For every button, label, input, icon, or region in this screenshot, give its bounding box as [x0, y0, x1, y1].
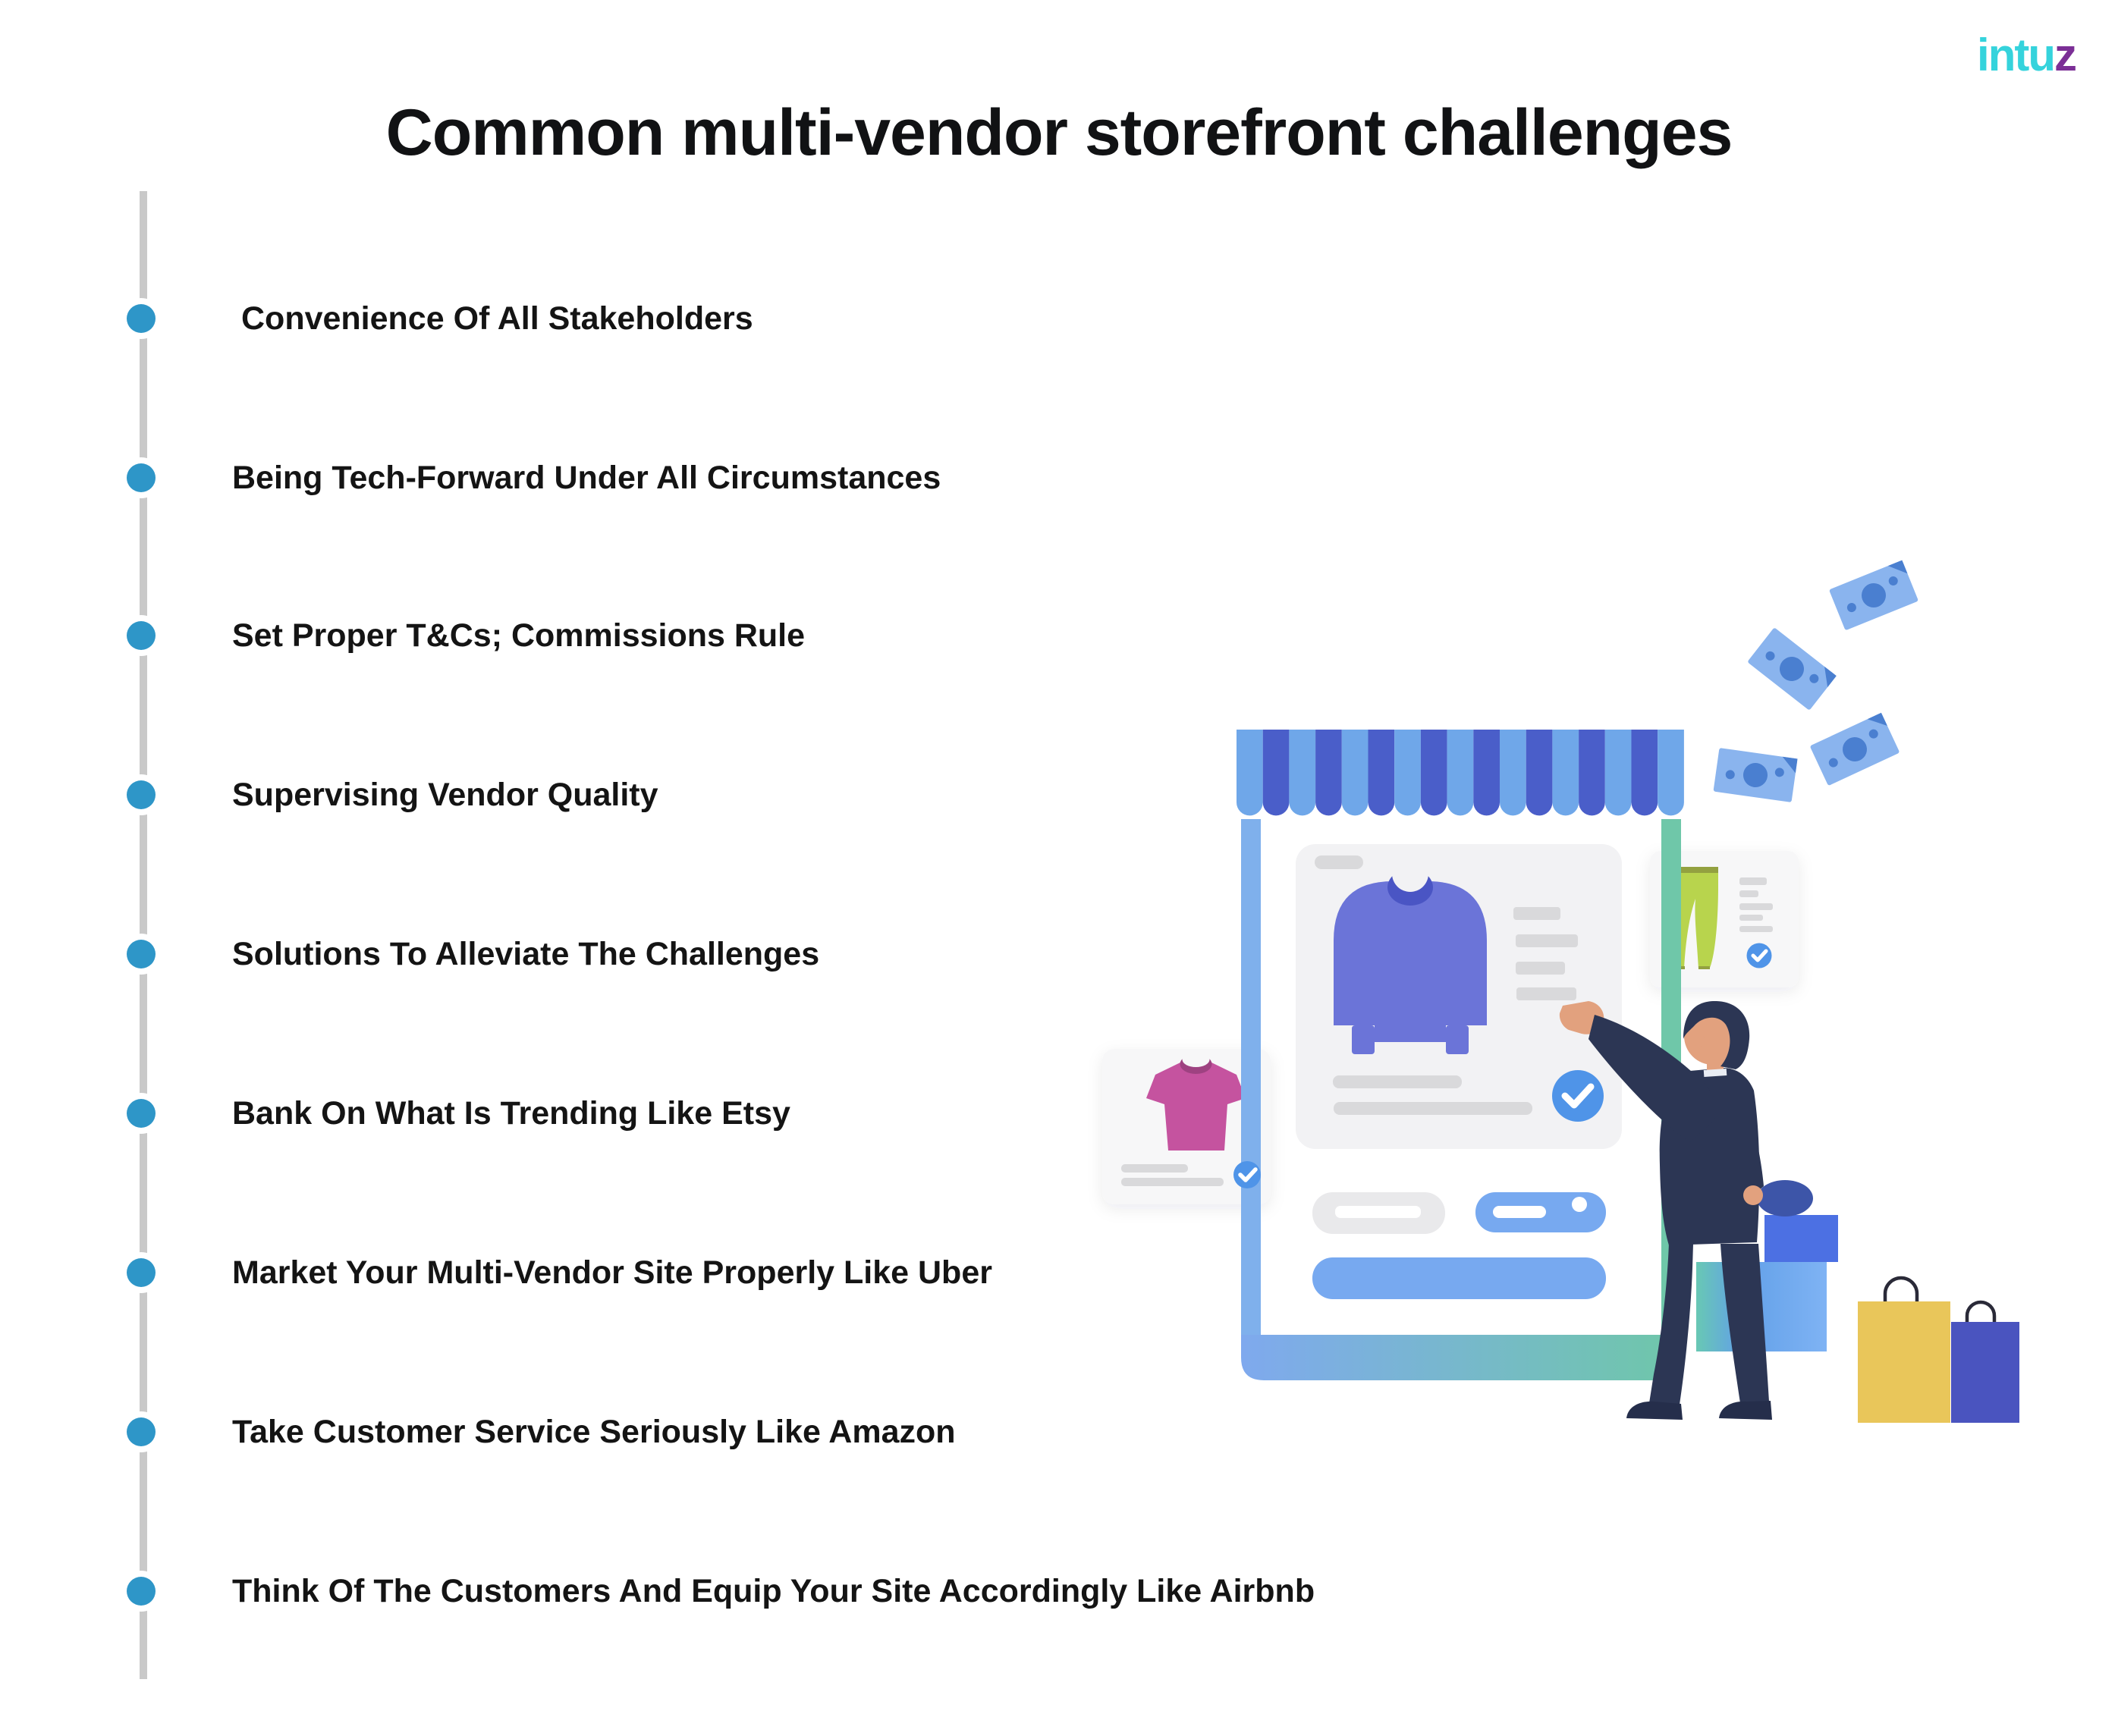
awning-stripe — [1473, 730, 1500, 816]
verified-check-icon — [1746, 943, 1772, 968]
timeline-item: Solutions To Alleviate The Challenges — [0, 930, 2118, 978]
awning-stripe — [1420, 730, 1447, 816]
intuz-logo: intuz — [1977, 29, 2077, 81]
bullet-dot-icon — [127, 940, 156, 968]
awning-stripe — [1500, 730, 1526, 816]
shopping-bag-yellow — [1858, 1276, 1950, 1423]
pants-card — [1650, 851, 1799, 987]
awning-stripe — [1341, 730, 1369, 816]
awning-stripe — [1289, 730, 1316, 816]
timeline-item-label: Convenience Of All Stakeholders — [241, 300, 753, 337]
intuz-logo-z: z — [2054, 30, 2077, 80]
storefront-illustration — [1102, 560, 2019, 1423]
awning-stripe — [1579, 730, 1605, 816]
search-pill — [1312, 1192, 1445, 1234]
bullet-dot-icon — [127, 1099, 156, 1128]
timeline-item: Being Tech-Forward Under All Circumstanc… — [0, 454, 2118, 502]
money-bill-icon — [1828, 560, 1919, 631]
toggle-pill — [1475, 1192, 1606, 1232]
timeline-line — [140, 191, 147, 1679]
hand-bag-icon — [1757, 1180, 1813, 1216]
timeline-item: Think Of The Customers And Equip Your Si… — [0, 1567, 2118, 1615]
timeline-item-label: Market Your Multi-Vendor Site Properly L… — [232, 1254, 992, 1291]
awning-stripe — [1394, 730, 1421, 816]
bullet-dot-icon — [127, 1417, 156, 1446]
timeline-item-label: Supervising Vendor Quality — [232, 777, 658, 813]
timeline-item: Set Proper T&Cs; Commissions Rule — [0, 611, 2118, 660]
timeline-item-label: Solutions To Alleviate The Challenges — [232, 936, 820, 972]
awning-stripe — [1604, 730, 1632, 816]
bullet-dot-icon — [127, 1258, 156, 1287]
awning-stripe — [1631, 730, 1658, 816]
tshirt-icon — [1146, 1052, 1246, 1151]
storefront-awning-icon — [1237, 730, 1684, 816]
money-bill-icon — [1747, 627, 1837, 711]
timeline-item: Take Customer Service Seriously Like Ama… — [0, 1408, 2118, 1456]
shopping-bag-blue — [1951, 1300, 2019, 1423]
person-figure — [1559, 1000, 1813, 1420]
timeline-item-label: Take Customer Service Seriously Like Ama… — [232, 1414, 956, 1450]
timeline-item: Supervising Vendor Quality — [0, 771, 2118, 819]
awning-stripe — [1552, 730, 1579, 816]
awning-stripe — [1262, 730, 1290, 816]
money-bill-icon — [1713, 748, 1798, 802]
verified-check-icon — [1552, 1070, 1604, 1122]
timeline-item-label: Bank On What Is Trending Like Etsy — [232, 1095, 790, 1132]
awning-stripe — [1526, 730, 1553, 816]
awning-stripe — [1237, 730, 1263, 816]
store-bottom-bar — [1241, 1335, 1681, 1380]
awning-stripe — [1368, 730, 1395, 816]
money-bill-icon — [1809, 712, 1900, 786]
bullet-dot-icon — [127, 780, 156, 809]
bullet-dot-icon — [127, 1577, 156, 1606]
timeline-item-label: Think Of The Customers And Equip Your Si… — [232, 1573, 1315, 1609]
product-card — [1296, 844, 1622, 1149]
awning-stripe — [1315, 730, 1342, 816]
store-left-post — [1241, 819, 1261, 1342]
timeline-item-label: Being Tech-Forward Under All Circumstanc… — [232, 460, 941, 496]
timeline-item: Convenience Of All Stakeholders — [0, 294, 2118, 343]
timeline-item: Market Your Multi-Vendor Site Properly L… — [0, 1248, 2118, 1297]
bullet-dot-icon — [127, 304, 156, 333]
awning-stripe — [1658, 730, 1684, 816]
tshirt-card — [1102, 1049, 1271, 1204]
awning-stripe — [1447, 730, 1474, 816]
sweater-icon — [1334, 855, 1487, 1054]
intuz-logo-text: intu — [1977, 30, 2056, 80]
verified-check-icon — [1233, 1161, 1261, 1188]
bullet-dot-icon — [127, 463, 156, 492]
page-title: Common multi-vendor storefront challenge… — [385, 96, 1733, 169]
bullet-dot-icon — [127, 621, 156, 650]
timeline-item: Bank On What Is Trending Like Etsy — [0, 1089, 2118, 1138]
timeline-item-label: Set Proper T&Cs; Commissions Rule — [232, 617, 806, 654]
cta-bar — [1312, 1257, 1606, 1299]
